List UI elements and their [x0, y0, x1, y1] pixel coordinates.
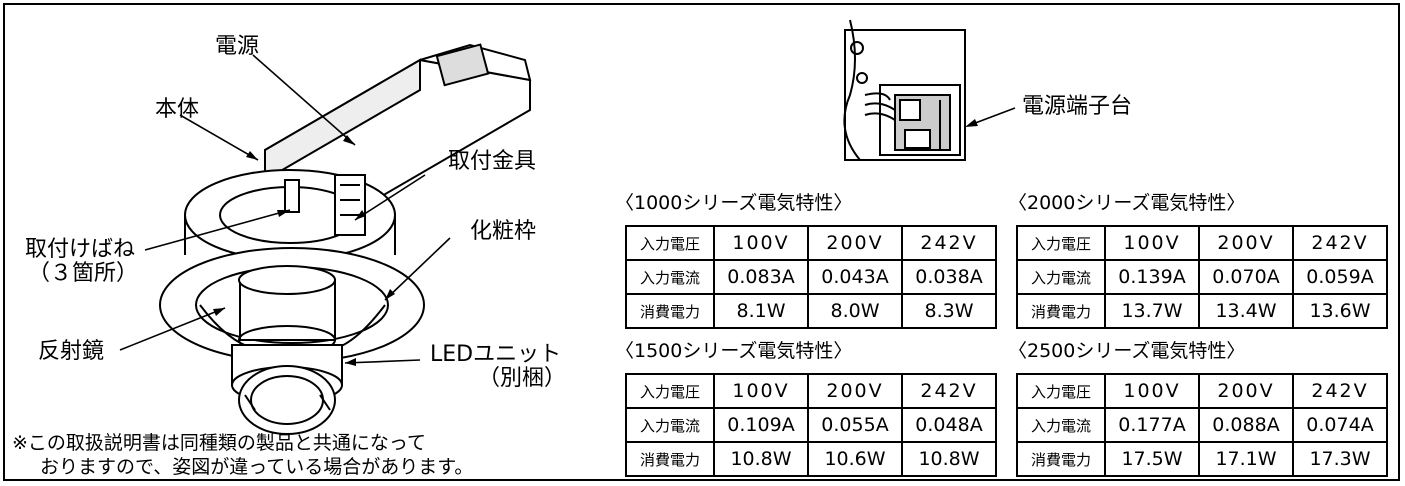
cell-header: 入力電流: [625, 259, 715, 295]
cell-header: 消費電力: [625, 441, 715, 477]
spec-title-1500: 〈1500シリーズ電気特性〉: [615, 340, 853, 362]
cell-value: 0.048A: [901, 407, 997, 443]
label-spring-line1: 取付けばね: [25, 237, 136, 262]
table-row: 消費電力 8.1W 8.0W 8.3W: [625, 293, 997, 329]
cell-value: 17.3W: [1292, 441, 1388, 477]
cell-header: 入力電圧: [625, 373, 715, 409]
table-row: 入力電流 0.083A 0.043A 0.038A: [625, 259, 997, 295]
cell-value: 0.055A: [807, 407, 903, 443]
cell-value: 0.043A: [807, 259, 903, 295]
cell-value: 13.7W: [1104, 293, 1200, 329]
label-power: 電源: [215, 34, 260, 59]
cell-value: 100V: [713, 225, 809, 261]
label-reflector: 反射鏡: [38, 339, 105, 364]
cell-header: 入力電圧: [1016, 225, 1106, 261]
spec-table-2000: 入力電圧 100V 200V 242V 入力電流 0.139A 0.070A 0…: [1016, 225, 1388, 329]
cell-value: 8.3W: [901, 293, 997, 329]
cell-value: 8.1W: [713, 293, 809, 329]
table-row: 入力電流 0.139A 0.070A 0.059A: [1016, 259, 1388, 295]
cell-value: 10.8W: [901, 441, 997, 477]
cell-value: 0.059A: [1292, 259, 1388, 295]
cell-value: 0.083A: [713, 259, 809, 295]
cell-header: 入力電流: [1016, 259, 1106, 295]
cell-value: 200V: [1198, 225, 1294, 261]
table-row: 入力電圧 100V 200V 242V: [625, 225, 997, 261]
spec-table-1500: 入力電圧 100V 200V 242V 入力電流 0.109A 0.055A 0…: [625, 373, 997, 477]
spec-title-1000: 〈1000シリーズ電気特性〉: [615, 192, 853, 214]
cell-header: 消費電力: [625, 293, 715, 329]
spec-table-1000: 入力電圧 100V 200V 242V 入力電流 0.083A 0.043A 0…: [625, 225, 997, 329]
note-line2: おりますので、姿図が違っている場合があります。: [40, 456, 474, 478]
label-led-line1: LEDユニット: [430, 342, 562, 367]
label-terminal: 電源端子台: [1022, 94, 1133, 119]
cell-header: 入力電流: [1016, 407, 1106, 443]
cell-value: 0.139A: [1104, 259, 1200, 295]
cell-value: 17.5W: [1104, 441, 1200, 477]
cell-value: 242V: [901, 225, 997, 261]
table-row: 入力電圧 100V 200V 242V: [1016, 225, 1388, 261]
cell-value: 13.4W: [1198, 293, 1294, 329]
cell-value: 242V: [1292, 373, 1388, 409]
cell-value: 0.074A: [1292, 407, 1388, 443]
label-spring-line2: （３箇所）: [28, 261, 139, 286]
cell-value: 200V: [807, 373, 903, 409]
table-row: 消費電力 13.7W 13.4W 13.6W: [1016, 293, 1388, 329]
cell-header: 入力電流: [625, 407, 715, 443]
cell-header: 入力電圧: [1016, 373, 1106, 409]
spec-title-2000: 〈2000シリーズ電気特性〉: [1008, 192, 1246, 214]
table-row: 消費電力 10.8W 10.6W 10.8W: [625, 441, 997, 477]
note-line1: ※この取扱説明書は同種類の製品と共通になって: [12, 432, 426, 454]
cell-value: 0.038A: [901, 259, 997, 295]
spec-title-2500: 〈2500シリーズ電気特性〉: [1008, 340, 1246, 362]
spec-table-2500: 入力電圧 100V 200V 242V 入力電流 0.177A 0.088A 0…: [1016, 373, 1388, 477]
cell-value: 200V: [807, 225, 903, 261]
cell-value: 100V: [1104, 373, 1200, 409]
table-row: 入力電圧 100V 200V 242V: [1016, 373, 1388, 409]
table-row: 入力電圧 100V 200V 242V: [625, 373, 997, 409]
cell-value: 17.1W: [1198, 441, 1294, 477]
cell-value: 0.088A: [1198, 407, 1294, 443]
cell-value: 100V: [713, 373, 809, 409]
cell-value: 100V: [1104, 225, 1200, 261]
cell-value: 10.6W: [807, 441, 903, 477]
cell-header: 入力電圧: [625, 225, 715, 261]
cell-value: 13.6W: [1292, 293, 1388, 329]
table-row: 入力電流 0.109A 0.055A 0.048A: [625, 407, 997, 443]
label-bracket: 取付金具: [448, 149, 537, 174]
cell-value: 0.177A: [1104, 407, 1200, 443]
table-row: 消費電力 17.5W 17.1W 17.3W: [1016, 441, 1388, 477]
cell-header: 消費電力: [1016, 441, 1106, 477]
cell-value: 8.0W: [807, 293, 903, 329]
cell-value: 200V: [1198, 373, 1294, 409]
cell-value: 0.070A: [1198, 259, 1294, 295]
table-row: 入力電流 0.177A 0.088A 0.074A: [1016, 407, 1388, 443]
cell-value: 10.8W: [713, 441, 809, 477]
cell-header: 消費電力: [1016, 293, 1106, 329]
label-body: 本体: [155, 97, 200, 122]
cell-value: 0.109A: [713, 407, 809, 443]
label-led-line2: （別梱）: [478, 366, 567, 391]
label-trim: 化粧枠: [470, 219, 537, 244]
cell-value: 242V: [901, 373, 997, 409]
document-frame: [3, 3, 1400, 481]
cell-value: 242V: [1292, 225, 1388, 261]
